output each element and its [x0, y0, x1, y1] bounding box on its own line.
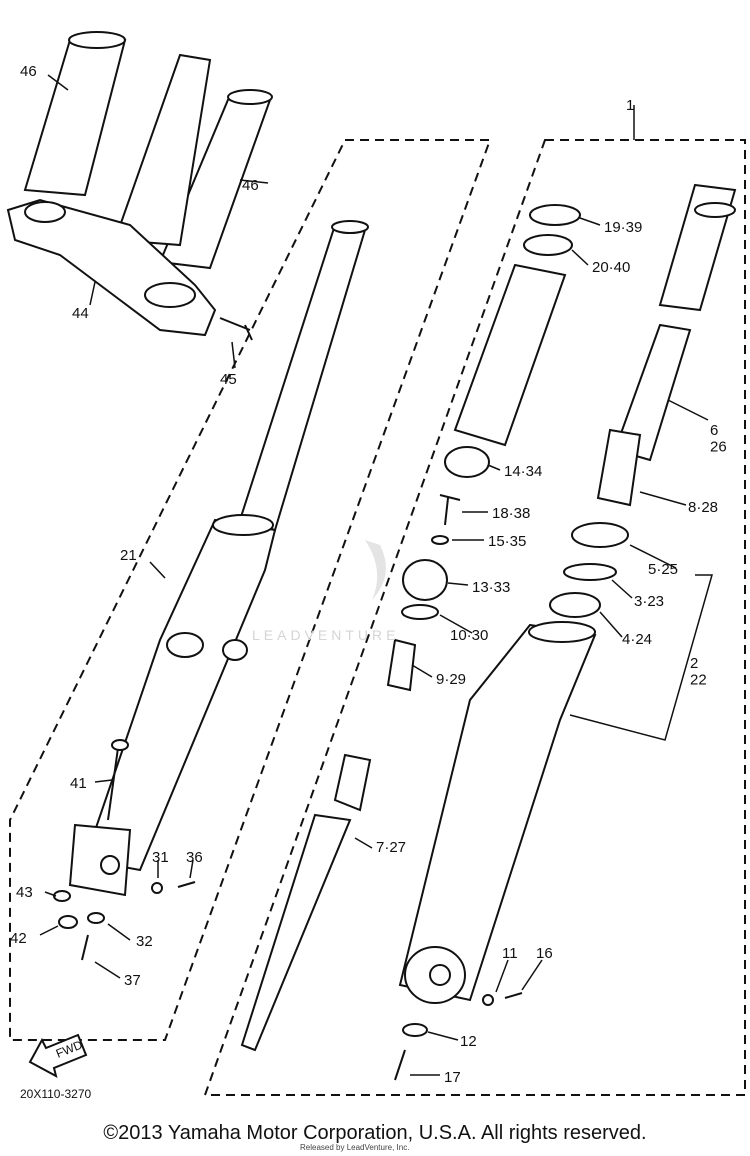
diagram-code: 20X110-3270: [20, 1087, 92, 1101]
label-10-30: 10·30: [450, 627, 488, 644]
internal-parts: [240, 204, 581, 1081]
copyright-footer: ©2013 Yamaha Motor Corporation, U.S.A. A…: [103, 1122, 647, 1144]
label-9-29: 9·29: [436, 671, 466, 688]
label-15-35: 15·35: [488, 533, 526, 550]
watermark: LEADVENTURE: [252, 540, 399, 643]
label-32: 32: [136, 933, 153, 950]
leader-lines: [39, 74, 713, 1076]
label-11: 11: [502, 945, 518, 962]
label-13-33: 13·33: [472, 579, 510, 596]
label-7-27: 7·27: [376, 839, 406, 856]
label-4-24: 4·24: [622, 631, 652, 648]
label-20-40: 20·40: [592, 259, 630, 276]
label-8-28: 8·28: [688, 499, 718, 516]
label-21: 21: [120, 547, 137, 564]
label-18-38: 18·38: [492, 505, 530, 522]
label-41: 41: [70, 775, 87, 792]
fork-leg-21: [53, 220, 369, 961]
label-19-39: 19·39: [604, 219, 642, 236]
label-37: 37: [124, 972, 141, 989]
label-45: 45: [220, 371, 237, 388]
label-31: 31: [152, 849, 169, 866]
label-46-right: 46: [242, 177, 259, 194]
label-1: 1: [626, 97, 634, 114]
watermark-text: LEADVENTURE: [252, 627, 399, 643]
label-5-25: 5·25: [648, 561, 678, 578]
fork-assembly-1: [398, 183, 737, 1006]
label-16: 16: [536, 945, 553, 962]
label-12: 12: [460, 1033, 477, 1050]
upper-bracket-assembly: [6, 31, 273, 341]
callout-labels: 46 46 44 45 21 41 31 36 43 42 32 37 1 19…: [10, 63, 727, 1152]
label-46-left: 46: [20, 63, 37, 80]
label-3-23: 3·23: [634, 593, 664, 610]
label-36: 36: [186, 849, 203, 866]
label-44: 44: [72, 305, 89, 322]
label-42: 42: [10, 930, 27, 947]
small-print: Released by LeadVenture, Inc.: [300, 1143, 409, 1152]
label-14-34: 14·34: [504, 463, 542, 480]
assembly-21-boundary: [9, 139, 492, 1041]
label-17: 17: [444, 1069, 461, 1086]
label-43: 43: [16, 884, 33, 901]
forward-arrow-icon: FWD: [28, 1033, 88, 1078]
assembly-1-boundary: [203, 139, 746, 1096]
